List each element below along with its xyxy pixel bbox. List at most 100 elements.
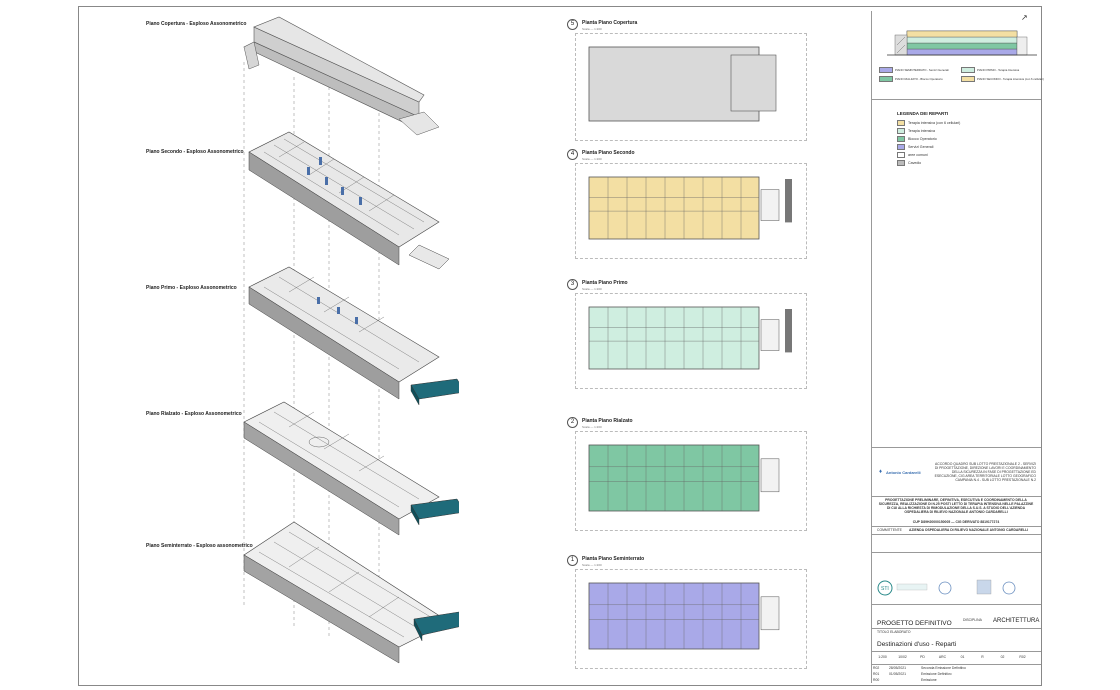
legend-label: Terapia intensiva — [908, 129, 935, 133]
floor-plan-drawing — [588, 46, 777, 122]
plan-footprint — [588, 46, 760, 122]
section-legend-item: PIANO PRIMO - Terapia Intensiva — [961, 67, 1041, 74]
plan-number: 3 — [567, 279, 578, 290]
drawing-sheet: Piano Copertura - Esploso Assonometrico … — [78, 6, 1044, 686]
legend-label: aree comuni — [908, 153, 928, 157]
drawing-code: R02 — [1019, 655, 1026, 659]
plan-footprint — [588, 306, 760, 370]
cup-code: CUP D89H20000150005 — CIG DERIVATO 88191… — [912, 520, 1000, 524]
drawing-code: 01 — [960, 655, 965, 659]
legend-swatch — [897, 120, 905, 126]
plan-scale: Scala — 1:200 — [582, 157, 602, 161]
axo-label-roof: Piano Copertura - Esploso Assonometrico — [146, 21, 247, 27]
section-legend-item: PIANO RIALZATO - Blocco Operatorio — [879, 76, 959, 83]
section-legend-item: PIANO SECONDO - Terapia intensiva (con 6… — [961, 76, 1044, 83]
axo-label-second: Piano Secondo - Esploso Assonometrico — [146, 149, 244, 155]
floor-plan-drawing — [588, 444, 780, 512]
drawing-title: Destinazioni d'uso - Reparti — [877, 641, 957, 648]
axo-label-raised: Piano Rialzato - Esploso Assonometrico — [146, 411, 242, 417]
building-section — [887, 30, 1037, 56]
svg-text:STI: STI — [881, 586, 889, 592]
plan-number: 5 — [567, 19, 578, 30]
legend-swatch — [897, 160, 905, 166]
plan-footprint — [588, 582, 760, 650]
drawing-code: 02 — [1000, 655, 1005, 659]
drawing-label: TITOLO ELABORATO — [877, 630, 911, 634]
drawing-code: ARC — [938, 655, 947, 659]
revision-desc: Emissione — [921, 678, 937, 682]
legend-item: Terapia intensiva (con 6 cellulari) — [897, 120, 1027, 127]
legend-swatch — [897, 144, 905, 150]
section-legend-label: PIANO RIALZATO - Blocco Operatorio — [895, 77, 943, 81]
plan-title: Pianta Piano Copertura — [582, 20, 638, 26]
plan-scale: Scala — 1:200 — [582, 425, 602, 429]
drawing-code: 1:200 — [878, 655, 887, 659]
axo-roof — [243, 16, 440, 136]
plan-number: 1 — [567, 555, 578, 566]
discipline-label: DISCIPLINA — [963, 618, 982, 622]
legend-swatch — [897, 136, 905, 142]
legend-item: Terapia intensiva — [897, 128, 1027, 135]
section-legend-label: PIANO SEMINTERRATO - Servizi Generali — [895, 68, 949, 72]
floor-plan-drawing — [588, 306, 792, 370]
axo-first-floor — [248, 266, 459, 406]
logo-icon: ♦ — [879, 469, 883, 475]
plan-number: 2 — [567, 417, 578, 428]
partner-logos: STI — [877, 579, 1016, 596]
drawing-code: PD — [920, 655, 925, 659]
legend-item: Servizi Generali — [897, 144, 1027, 151]
legend-item: Blocco Operatorio — [897, 136, 1027, 143]
revision-desc: Seconda Emissione Definitivo — [921, 666, 966, 670]
section-legend-item: PIANO SEMINTERRATO - Servizi Generali — [879, 67, 959, 74]
committente-label: COMMITTENTE — [877, 528, 902, 532]
north-arrow-icon: ↗ — [1021, 13, 1028, 22]
axo-second-floor — [248, 131, 450, 270]
plan-frame — [575, 431, 807, 531]
logo-text: Antonio Cardarelli — [886, 470, 921, 475]
logo: ♦ Antonio Cardarelli — [879, 468, 921, 478]
revision-date: 01/05/2021 — [889, 672, 906, 676]
plan-footprint — [588, 444, 760, 512]
axo-raised-floor — [243, 401, 459, 536]
legend-label: Terapia intensiva (con 6 cellulari) — [908, 121, 961, 125]
axo-label-semi: Piano Seminterrato - Esploso assonometri… — [146, 543, 253, 549]
discipline: ARCHITETTURA — [993, 618, 1040, 624]
axo-label-first: Piano Primo - Esploso Assonometrico — [146, 285, 237, 291]
revision-date: 28/05/2021 — [889, 666, 906, 670]
legend-item: Cavedio — [897, 160, 1027, 167]
axonometric-views — [243, 16, 459, 664]
committente: AZIENDA OSPEDALIERA DI RILIEVO NAZIONALE… — [909, 528, 1029, 532]
legend-label: Servizi Generali — [908, 145, 934, 149]
plan-scale: Scala — 1:200 — [582, 27, 602, 31]
plan-scale: Scala — 1:200 — [582, 563, 602, 567]
revision-desc: Emissione Definitivo — [921, 672, 952, 676]
phase: PROGETTO DEFINITIVO — [877, 620, 952, 627]
legend: LEGENDA DEI REPARTI Terapia intensiva (c… — [897, 111, 1027, 181]
legend-title: LEGENDA DEI REPARTI — [897, 111, 949, 116]
legend-label: Blocco Operatorio — [908, 137, 937, 141]
legend-label: Cavedio — [908, 161, 922, 165]
plan-number: 4 — [567, 149, 578, 160]
plan-footprint — [588, 176, 760, 240]
plan-title: Pianta Piano Primo — [582, 280, 628, 286]
legend-swatch — [897, 152, 905, 158]
axo-semi-basement — [243, 521, 459, 664]
section-legend-label: PIANO SECONDO - Terapia intensiva (con 6… — [977, 77, 1044, 81]
revision-rev: R00 — [873, 678, 880, 682]
plan-frame — [575, 33, 807, 141]
revision-rev: R01 — [873, 672, 880, 676]
plan-title: Pianta Piano Seminterrato — [582, 556, 645, 562]
legend-swatch — [897, 128, 905, 134]
plan-scale: Scala — 1:200 — [582, 287, 602, 291]
floor-plan-drawing — [588, 582, 780, 650]
drawing-code: 10/02 — [898, 655, 907, 659]
legend-item: aree comuni — [897, 152, 1027, 159]
floor-plan-drawing — [588, 176, 792, 240]
project-text: PROGETTAZIONE PRELIMINARE, DEFINITIVA, E… — [878, 498, 1034, 514]
drawing-code: R — [981, 655, 984, 659]
plan-title: Pianta Piano Rialzato — [582, 418, 633, 424]
header-text: ACCORDO QUADRO SUB LOTTO PRESTAZIONALE 2… — [934, 462, 1036, 482]
